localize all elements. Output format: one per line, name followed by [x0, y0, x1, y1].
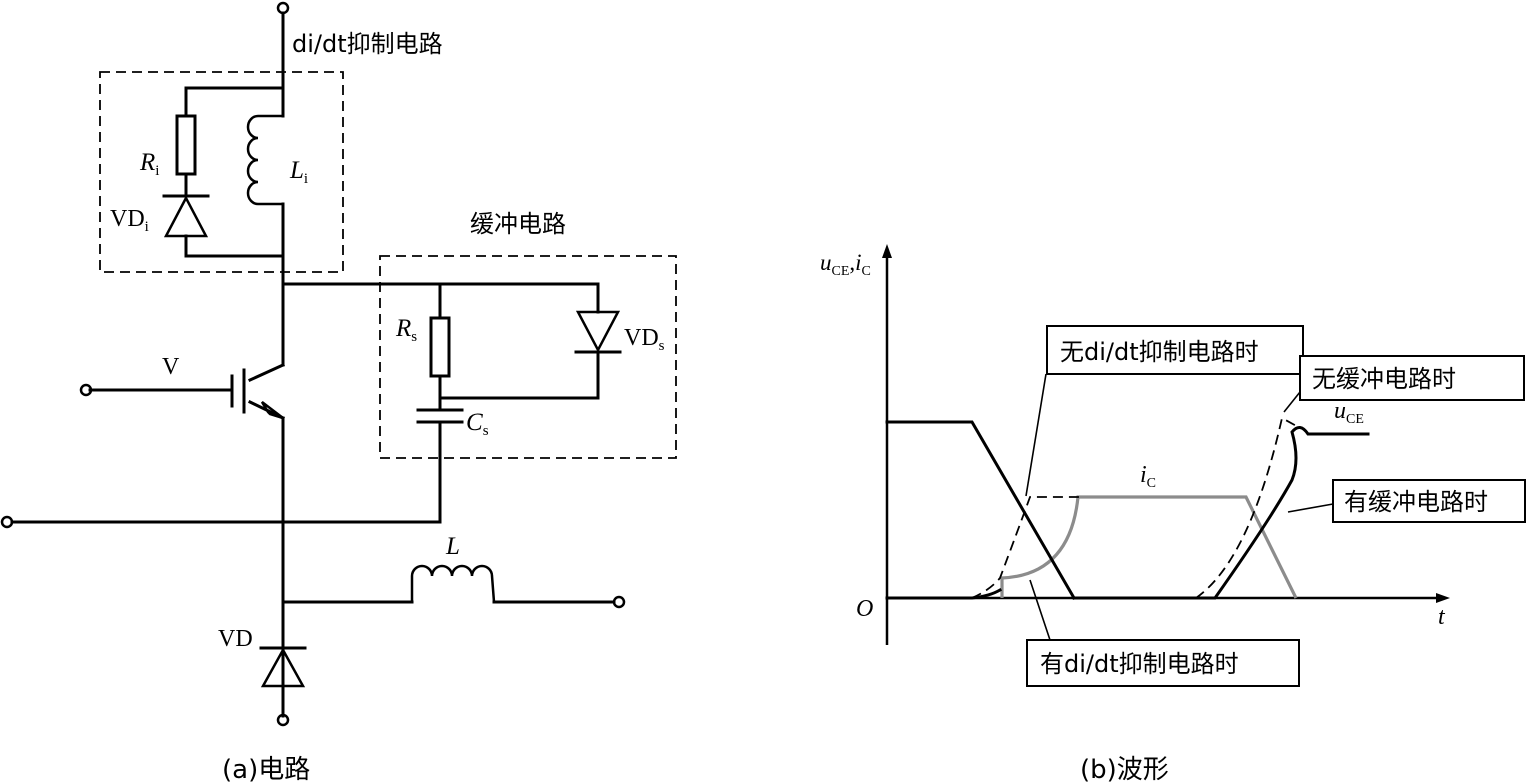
callout-no-snubber-leader [1283, 391, 1301, 413]
callout-with-didt: 有di/dt抑制电路时 [1040, 650, 1239, 678]
callout-with-snubber-leader [1287, 503, 1334, 513]
x-axis-label: t [1438, 604, 1446, 630]
diode-vds [575, 310, 621, 353]
label-li: Li [289, 157, 308, 187]
baseline-left [885, 587, 1003, 600]
label-l: L [445, 533, 460, 560]
diode-vdi [163, 195, 209, 238]
callout-with-snubber: 有缓冲电路时 [1344, 488, 1488, 516]
bottom-terminal [276, 713, 290, 727]
uce-falling-waveform [885, 420, 1077, 601]
label-v: V [162, 354, 180, 380]
ic-no-didt-waveform [971, 496, 1080, 599]
callout-no-didt-box [1046, 325, 1304, 375]
y-axis-label: uCE,iC [820, 250, 871, 279]
uce-rising-waveform [1072, 426, 1370, 600]
inductor-l [410, 564, 496, 603]
callout-with-didt-box [1026, 639, 1300, 687]
gate-terminal [79, 383, 93, 397]
label-rs: Rs [395, 315, 417, 345]
igbt-emitter-arrow [260, 401, 284, 420]
callout-no-didt-leader [1025, 373, 1047, 497]
uce-no-snubber-waveform [1195, 416, 1301, 599]
label-vds: VDs [624, 325, 665, 354]
ic-label: iC [1140, 462, 1156, 491]
callout-no-didt: 无di/dt抑制电路时 [1060, 338, 1259, 366]
didt-circuit-label: di/dt抑制电路 [292, 30, 443, 58]
snubber-box [379, 255, 677, 459]
label-vd: VD [218, 626, 253, 652]
igbt-collector [248, 363, 285, 382]
right-terminal [612, 595, 626, 609]
snubber-label: 缓冲电路 [470, 210, 566, 238]
uce-label: uCE [1334, 398, 1364, 427]
waveform-diagram: uCE,iC t O iC uCE 无di/dt抑制电路时 有di/dt抑制电路… [820, 244, 1526, 783]
circuit-diagram: di/dt抑制电路 Ri Li VDi 缓冲电路 Rs Cs VDs V [0, 1, 677, 783]
caption-a: (a)电路 [222, 755, 310, 783]
x-axis-arrow [1436, 593, 1450, 603]
callout-with-snubber-box [1332, 479, 1526, 523]
callout-no-snubber: 无缓冲电路时 [1312, 365, 1456, 393]
origin-label: O [856, 596, 873, 622]
label-vdi: VDi [110, 206, 149, 235]
caption-b: (b)波形 [1080, 755, 1169, 783]
left-terminal [0, 515, 14, 529]
label-ri: Ri [139, 149, 159, 179]
didt-box [99, 71, 344, 273]
resistor-rs [429, 316, 451, 378]
callout-no-snubber-box [1299, 355, 1525, 401]
diode-vd [260, 647, 306, 688]
resistor-ri [175, 114, 197, 176]
label-cs: Cs [466, 409, 489, 439]
inductor-li [246, 114, 283, 206]
callout-with-didt-leader [1029, 579, 1051, 641]
y-axis-arrow [882, 244, 892, 258]
